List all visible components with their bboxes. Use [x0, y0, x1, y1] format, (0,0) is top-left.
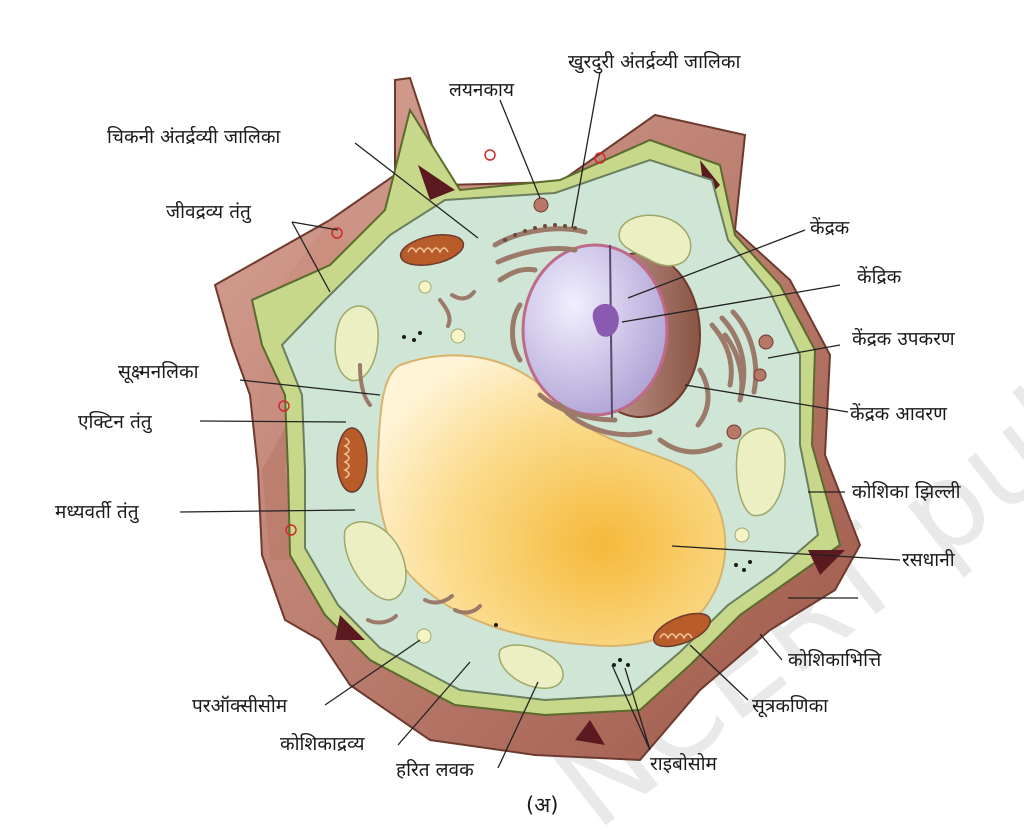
- label-cytoplasm: कोशिकाद्रव्य: [280, 732, 365, 755]
- nucleolus: [592, 303, 619, 337]
- peroxisomes: [416, 280, 750, 644]
- label-rough-er: खुरदुरी अंतर्द्रव्यी जालिका: [568, 50, 741, 74]
- label-cell-membrane: कोशिका झिल्ली: [852, 480, 962, 503]
- cytoskeleton-filaments: [358, 290, 482, 625]
- leader-lines: [179, 71, 901, 769]
- lysosomes: [533, 197, 774, 440]
- rough-er-ribosomes: [503, 223, 577, 242]
- label-golgi: केंद्रक उपकरण: [852, 327, 955, 350]
- label-cell-wall: कोशिकाभित्ति: [788, 648, 882, 671]
- ribosomes: [402, 331, 752, 667]
- label-mitochondria: सूत्रकणिका: [752, 694, 829, 718]
- label-plasmodesmata: जीवद्रव्य तंतु: [166, 200, 252, 224]
- label-actin-filament: एक्टिन तंतु: [78, 410, 153, 434]
- label-nucleolus: केंद्रिक: [857, 265, 902, 288]
- label-microtubule: सूक्ष्मनलिका: [118, 360, 200, 384]
- label-lysosome: लयनकाय: [449, 79, 515, 101]
- label-nuclear-envelope: केंद्रक आवरण: [850, 402, 947, 425]
- label-peroxisome: परऑक्सीसोम: [192, 694, 288, 717]
- figure-caption: (अ): [526, 793, 558, 817]
- golgi-apparatus: [709, 309, 759, 395]
- labels: खुरदुरी अंतर्द्रव्यी जालिका लयनकाय चिकनी…: [55, 50, 962, 817]
- chloroplasts: [334, 214, 786, 689]
- label-intermediate-filament: मध्यवर्ती तंतु: [55, 500, 140, 524]
- label-nucleus: केंद्रक: [810, 216, 850, 239]
- label-smooth-er: चिकनी अंतर्द्रव्यी जालिका: [107, 125, 281, 148]
- wall-markers: [278, 149, 606, 536]
- label-ribosome: राइबोसोम: [650, 752, 718, 775]
- label-chloroplast: हरित लवक: [396, 758, 474, 781]
- endoplasmic-reticulum: [492, 226, 745, 455]
- nucleus: [521, 243, 701, 419]
- mitochondria: [336, 234, 711, 648]
- label-vacuole: रसधानी: [902, 548, 956, 571]
